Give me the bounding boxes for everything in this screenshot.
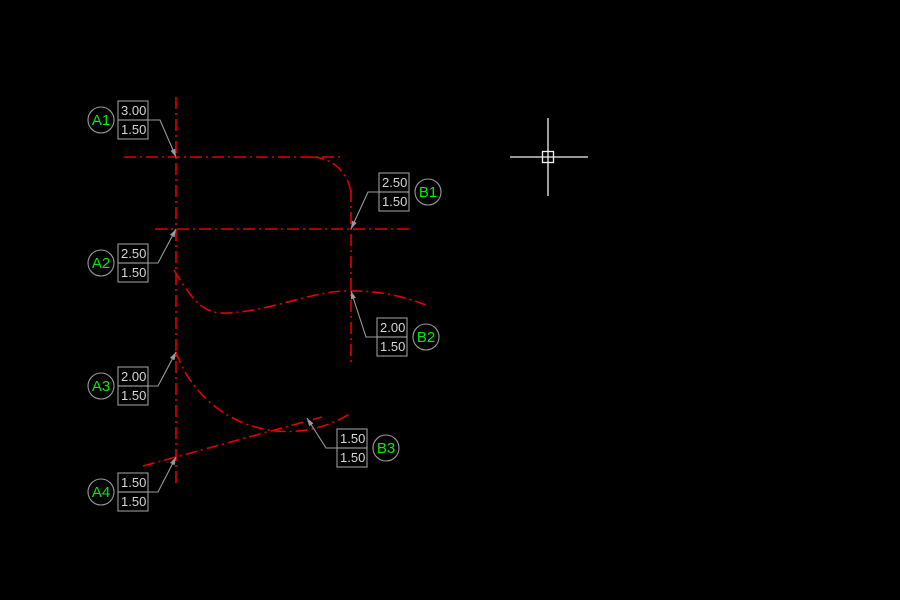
- leader-arrowhead-a4: [170, 457, 176, 466]
- bubble-label-a3: A3: [92, 378, 110, 395]
- leader-arrowhead-a3: [169, 352, 176, 361]
- leader-line-b2: [350, 290, 377, 338]
- value-top-a3: 2.00: [121, 369, 146, 384]
- callout-a4[interactable]: A4 1.50 1.50: [87, 456, 177, 512]
- value-box-bottom-b1[interactable]: [378, 191, 410, 212]
- callout-b1[interactable]: B1 2.50 1.50: [350, 172, 442, 230]
- leader-line-b1: [350, 191, 379, 230]
- bubble-circle-a3[interactable]: [87, 372, 115, 400]
- diagonal-line-lower[interactable]: [142, 416, 323, 467]
- leader-line-a1: [148, 119, 177, 158]
- leader-arrowhead-a1: [170, 148, 176, 157]
- value-bottom-b3: 1.50: [340, 450, 365, 465]
- fillet-arc-bottom[interactable]: [175, 351, 352, 433]
- leader-line-a2: [148, 228, 177, 264]
- value-box-bottom-a1[interactable]: [117, 119, 149, 140]
- bubble-circle-a4[interactable]: [87, 478, 115, 506]
- value-bottom-b1: 1.50: [382, 194, 407, 209]
- fillet-arc-top-right[interactable]: [311, 156, 352, 197]
- bubble-label-b1: B1: [419, 184, 437, 201]
- leader-line-a4: [148, 456, 177, 493]
- callout-b3[interactable]: B3 1.50 1.50: [306, 417, 400, 468]
- leader-arrowhead-b1: [351, 220, 357, 229]
- value-box-bottom-b2[interactable]: [376, 336, 408, 357]
- value-box-bottom-a2[interactable]: [117, 262, 149, 283]
- geometry-group: [124, 97, 427, 487]
- value-bottom-a3: 1.50: [121, 388, 146, 403]
- value-bottom-b2: 1.50: [380, 339, 405, 354]
- value-box-bottom-b3[interactable]: [336, 447, 368, 468]
- bubble-circle-a2[interactable]: [87, 249, 115, 277]
- leader-arrowhead-a2: [169, 229, 176, 238]
- bubble-circle-b2[interactable]: [412, 323, 440, 351]
- leader-arrowhead-b3: [307, 418, 314, 427]
- value-bottom-a4: 1.50: [121, 494, 146, 509]
- bubble-label-a1: A1: [92, 112, 110, 129]
- callout-a1[interactable]: A1 3.00 1.50: [87, 100, 177, 158]
- bubble-circle-b3[interactable]: [372, 434, 400, 462]
- value-bottom-a2: 1.50: [121, 265, 146, 280]
- spline-curve-upper[interactable]: [173, 269, 427, 314]
- value-top-a4: 1.50: [121, 475, 146, 490]
- value-top-b3: 1.50: [340, 431, 365, 446]
- cursor-pickbox: [541, 150, 555, 164]
- bubble-label-a2: A2: [92, 255, 110, 272]
- callout-b2[interactable]: B2 2.00 1.50: [350, 290, 440, 357]
- leader-line-a3: [148, 351, 177, 387]
- crosshair-cursor: [510, 118, 588, 196]
- leader-arrowhead-b2: [351, 291, 356, 300]
- bubble-label-b3: B3: [377, 440, 395, 457]
- value-top-a1: 3.00: [121, 103, 146, 118]
- value-box-bottom-a4[interactable]: [117, 491, 149, 512]
- bubble-circle-a1[interactable]: [87, 106, 115, 134]
- value-box-bottom-a3[interactable]: [117, 385, 149, 406]
- callout-a3[interactable]: A3 2.00 1.50: [87, 351, 177, 406]
- bubble-circle-b1[interactable]: [414, 178, 442, 206]
- callout-a2[interactable]: A2 2.50 1.50: [87, 228, 177, 283]
- value-top-a2: 2.50: [121, 246, 146, 261]
- value-top-b1: 2.50: [382, 175, 407, 190]
- value-top-b2: 2.00: [380, 320, 405, 335]
- bubble-label-a4: A4: [92, 484, 110, 501]
- leader-line-b3: [306, 417, 337, 449]
- value-bottom-a1: 1.50: [121, 122, 146, 137]
- bubble-label-b2: B2: [417, 329, 435, 346]
- callout-group: A13.001.50A22.501.50A32.001.50A41.501.50…: [87, 100, 442, 512]
